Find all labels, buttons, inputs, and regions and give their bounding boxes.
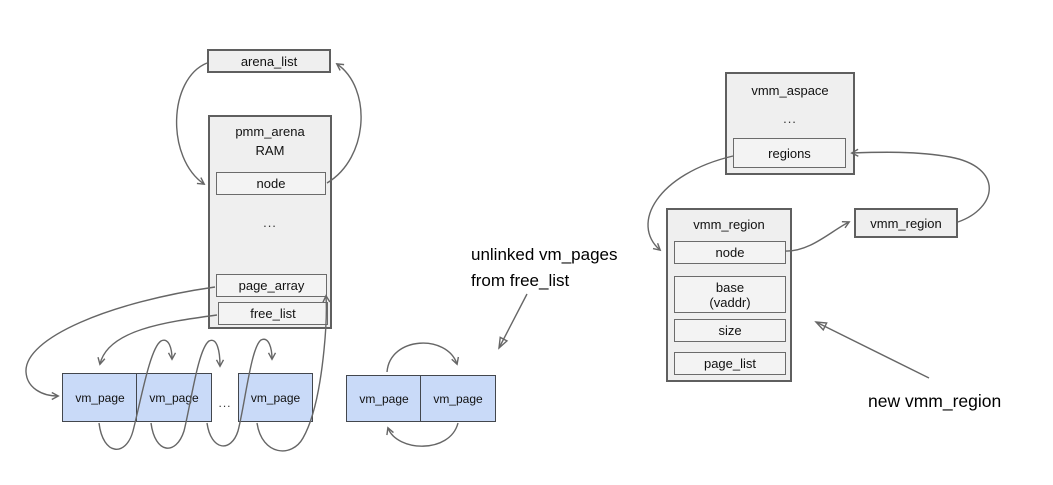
arrow-new-region-caption-pointer bbox=[814, 321, 930, 379]
regions-field: regions bbox=[733, 138, 846, 168]
vmm-region2-label: vmm_region bbox=[870, 215, 942, 231]
arrow-arena-list-to-node bbox=[175, 62, 208, 186]
pmm-arena-title: pmm_arena bbox=[235, 124, 305, 139]
vmm-region-title: vmm_region bbox=[693, 217, 765, 232]
new-region-caption: new vmm_region bbox=[868, 391, 1002, 411]
unlinked-caption-line1: unlinked vm_pages bbox=[471, 245, 618, 264]
arena-list-box: arena_list bbox=[207, 49, 331, 73]
vm-page-label: vm_page bbox=[149, 390, 199, 405]
unlinked-vm-page-box: vm_page bbox=[346, 375, 422, 422]
region-size-label: size bbox=[718, 323, 742, 338]
region-page-list-label: page_list bbox=[703, 356, 757, 371]
region-base-label: base (vaddr) bbox=[709, 279, 751, 310]
region-node-field: node bbox=[674, 241, 786, 264]
region-base-field: base (vaddr) bbox=[674, 276, 786, 313]
unlinked-pages-caption: unlinked vm_pages from free_list bbox=[471, 242, 617, 294]
page-array-field: page_array bbox=[216, 274, 327, 297]
vm-page-label: vm_page bbox=[433, 391, 483, 406]
free-list-field: free_list bbox=[218, 302, 328, 325]
regions-label: regions bbox=[768, 145, 811, 161]
region-size-field: size bbox=[674, 319, 786, 342]
page-array-label: page_array bbox=[238, 278, 305, 293]
unlinked-vm-page-box: vm_page bbox=[420, 375, 496, 422]
vm-page-gap-ellipsis: ... bbox=[218, 396, 232, 410]
vm-page-label: vm_page bbox=[250, 390, 301, 405]
vm-page-label: vm_page bbox=[359, 391, 409, 406]
region-page-list-field: page_list bbox=[674, 352, 786, 375]
vm-page-box: vm_page bbox=[238, 373, 313, 422]
vm-page-box: vm_page bbox=[136, 373, 212, 422]
pmm-arena-ellipsis: ... bbox=[263, 215, 277, 230]
vmm-aspace-ellipsis: ... bbox=[783, 111, 797, 126]
arrow-region-node-to-region2 bbox=[784, 220, 851, 252]
node-label: node bbox=[256, 176, 286, 191]
node-field: node bbox=[216, 172, 326, 195]
arena-list-label: arena_list bbox=[240, 53, 298, 69]
vmm-region-box: vmm_region node base (vaddr) size page_l… bbox=[666, 208, 792, 382]
arrow-unlinked-pair-bottom bbox=[386, 422, 459, 447]
arrow-unlinked-pair-top bbox=[386, 342, 460, 373]
vm-page-box: vm_page bbox=[62, 373, 138, 422]
pmm-arena-subtitle: RAM bbox=[255, 143, 285, 158]
free-list-label: free_list bbox=[250, 306, 296, 321]
unlinked-caption-line2: from free_list bbox=[471, 271, 570, 290]
region-node-label: node bbox=[715, 245, 745, 260]
vmm-aspace-title: vmm_aspace bbox=[751, 83, 829, 98]
arrow-free-list-to-vm-page bbox=[97, 314, 218, 366]
vmm-region2-box: vmm_region bbox=[854, 208, 958, 238]
arrow-node-to-arena-list bbox=[326, 62, 362, 184]
vm-page-label: vm_page bbox=[75, 390, 125, 405]
vmm-aspace-box: vmm_aspace ... regions bbox=[725, 72, 855, 175]
pmm-arena-box: pmm_arena RAM node ... page_array free_l… bbox=[208, 115, 332, 329]
arrow-unlinked-caption-pointer bbox=[498, 293, 528, 350]
